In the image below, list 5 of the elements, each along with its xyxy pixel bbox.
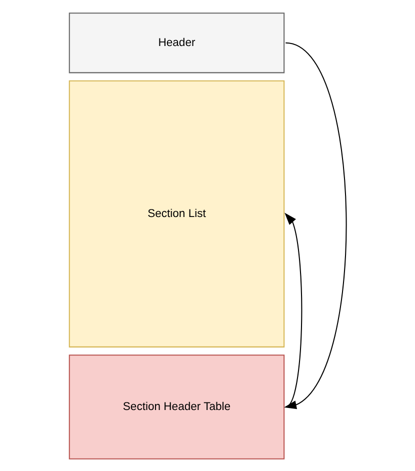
node-box: Section List [68,80,284,347]
node-box: Section Header Table [68,354,284,459]
node-box: Header [68,12,284,73]
arrow [284,212,302,407]
arrow [284,42,346,409]
